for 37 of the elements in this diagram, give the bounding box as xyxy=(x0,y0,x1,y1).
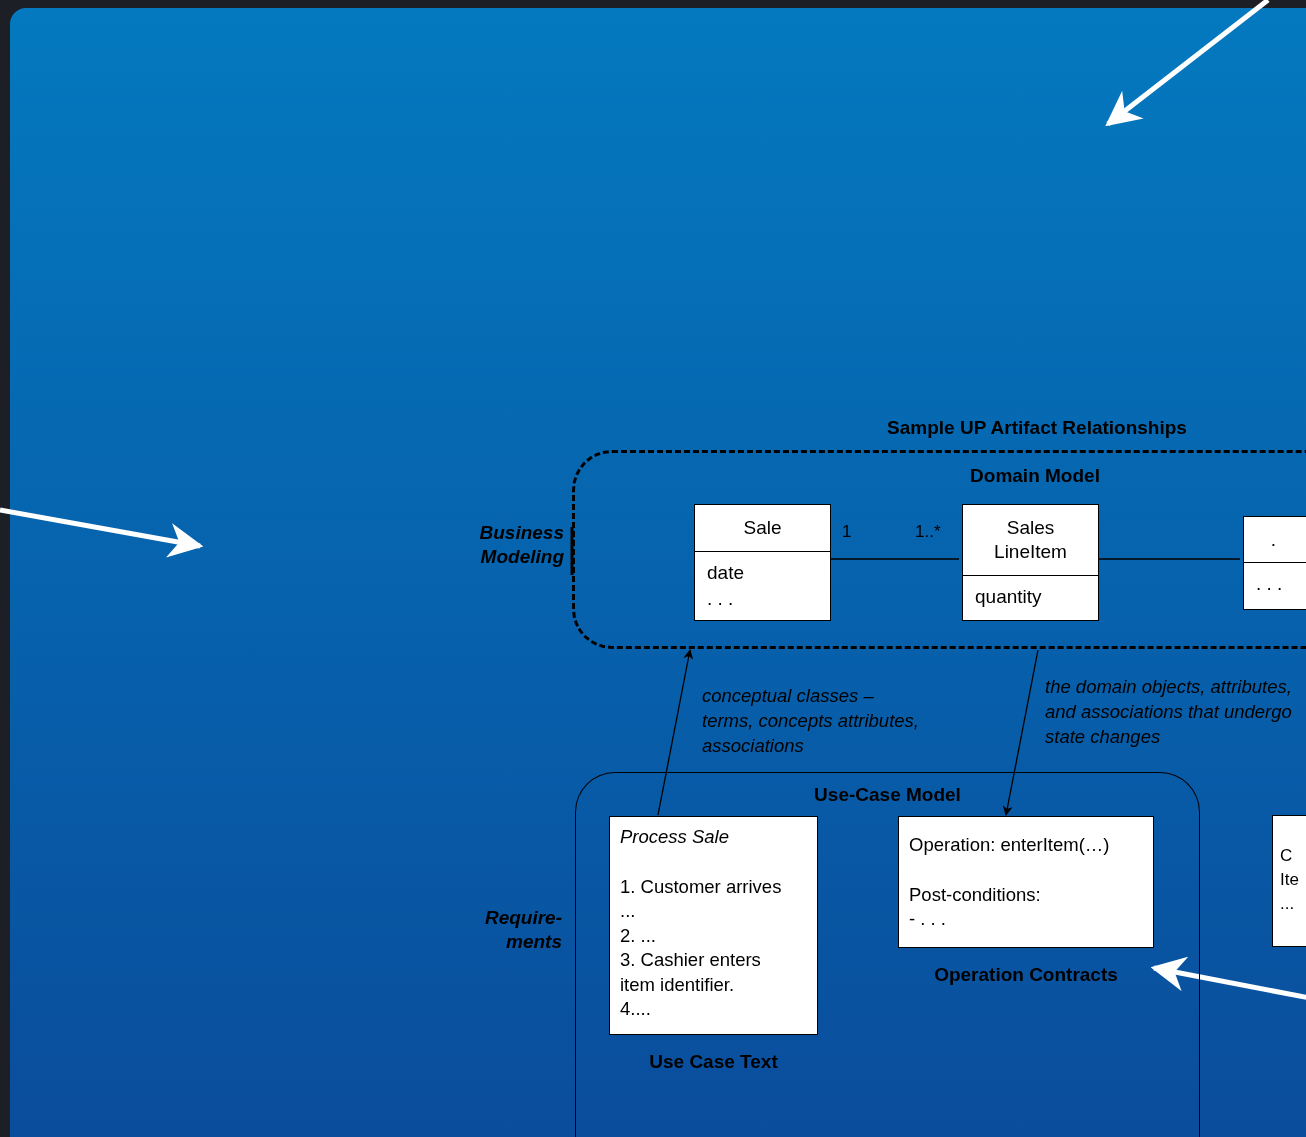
dashed-package-region xyxy=(572,450,1306,649)
note-text: Post-conditions: xyxy=(909,882,1042,907)
class-box xyxy=(1243,516,1306,610)
class-attribute: date xyxy=(707,561,745,585)
class-attribute: . . . xyxy=(1256,572,1284,596)
note-text: 3. Cashier enters item identifier. xyxy=(620,948,762,997)
discipline-label: Business Modeling xyxy=(478,521,564,569)
note-text: - . . . xyxy=(909,907,947,931)
dependency-arrow xyxy=(1002,649,1039,816)
edge-label: conceptual classes – terms, concepts attributes, associations xyxy=(702,684,920,758)
edge-label: the domain objects, attributes, and associations that undergo state changes xyxy=(1045,675,1293,749)
diagram-title: Sample UP Artifact Relationships xyxy=(886,416,1188,440)
note-text: ... xyxy=(1280,893,1296,915)
note-text: 1. Customer arrives ... xyxy=(620,874,783,923)
dependency-arrow xyxy=(657,649,694,816)
artifact-caption: Operation Contracts xyxy=(933,963,1119,987)
region-heading: Use-Case Model xyxy=(813,783,962,807)
note-text: 2. ... xyxy=(620,923,657,948)
package-region xyxy=(575,772,1200,1137)
multiplicity-label: 1 xyxy=(842,521,853,543)
discipline-label: Require-ments xyxy=(483,906,562,954)
note-text: Ite xyxy=(1280,869,1300,891)
region-heading: Domain Model xyxy=(969,464,1101,488)
note-text: Operation: enterItem(…) xyxy=(909,833,1111,857)
class-attribute: quantity xyxy=(975,585,1043,609)
pointer-arrow xyxy=(1150,956,1306,1003)
multiplicity-label: 1..* xyxy=(915,521,942,543)
note-text: Process Sale xyxy=(620,825,730,849)
class-name: Sales LineItem xyxy=(993,516,1068,564)
artifact-caption: Use Case Text xyxy=(648,1050,779,1074)
class-box xyxy=(694,504,831,621)
note-text: C xyxy=(1280,845,1294,867)
class-name: Sale xyxy=(742,516,783,540)
class-name: . xyxy=(1269,527,1277,552)
note-text: 4.... xyxy=(620,997,652,1021)
class-attribute: . . . xyxy=(707,587,735,611)
class-box xyxy=(962,504,1099,621)
